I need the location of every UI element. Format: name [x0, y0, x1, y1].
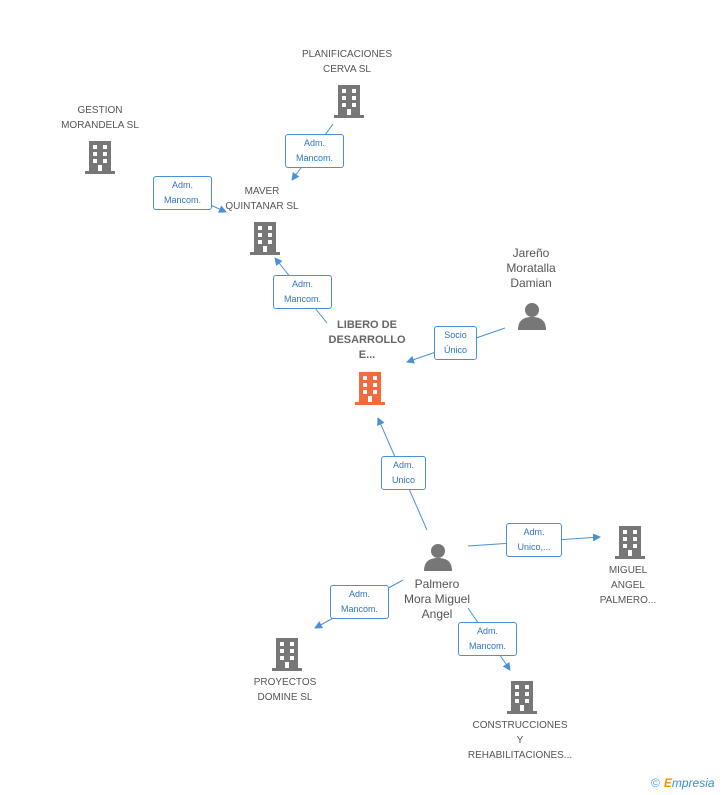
- brand-name: mpresia: [671, 776, 715, 790]
- node-label-proyectos[interactable]: PROYECTOS DOMINE SL: [253, 677, 317, 703]
- edge-label-gestion-maver[interactable]: Adm. Mancom.: [153, 176, 212, 210]
- person-icon[interactable]: [423, 543, 453, 571]
- empresia-logo: ©Empresia: [651, 776, 715, 790]
- brand-initial: E: [663, 776, 672, 790]
- node-label-miguel[interactable]: MIGUEL ANGEL PALMERO...: [599, 565, 657, 606]
- node-label-maver[interactable]: MAVER QUINTANAR SL: [225, 186, 299, 212]
- node-label-construcciones[interactable]: CONSTRUCCIONES Y REHABILITACIONES...: [467, 720, 573, 761]
- building-icon[interactable]: [250, 221, 280, 255]
- edge-label-planificaciones-maver[interactable]: Adm. Mancom.: [285, 134, 344, 168]
- building-icon[interactable]: [355, 371, 385, 405]
- building-icon[interactable]: [85, 140, 115, 174]
- node-label-planificaciones[interactable]: PLANIFICACIONES CERVA SL: [301, 49, 393, 75]
- node-label-jareno[interactable]: Jareño Moratalla Damian: [506, 246, 556, 290]
- building-icon[interactable]: [507, 680, 537, 714]
- copyright-symbol: ©: [651, 776, 660, 790]
- node-label-palmero[interactable]: Palmero Mora Miguel Angel: [403, 577, 471, 621]
- person-icon[interactable]: [517, 302, 547, 330]
- edge-label-palmero-construcciones[interactable]: Adm. Mancom.: [458, 622, 517, 656]
- edge-label-libero-maver[interactable]: Adm. Mancom.: [273, 275, 332, 309]
- building-icon[interactable]: [334, 84, 364, 118]
- edge-label-palmero-proyectos[interactable]: Adm. Mancom.: [330, 585, 389, 619]
- edge-label-jareno-libero[interactable]: Socio Único: [434, 326, 477, 360]
- edge-label-palmero-libero[interactable]: Adm. Unico: [381, 456, 426, 490]
- building-icon[interactable]: [615, 525, 645, 559]
- edge-label-palmero-miguel[interactable]: Adm. Unico,...: [506, 523, 562, 557]
- node-label-libero[interactable]: LIBERO DE DESARROLLO E...: [328, 319, 406, 361]
- building-icon[interactable]: [272, 637, 302, 671]
- node-label-gestion[interactable]: GESTION MORANDELA SL: [61, 105, 139, 131]
